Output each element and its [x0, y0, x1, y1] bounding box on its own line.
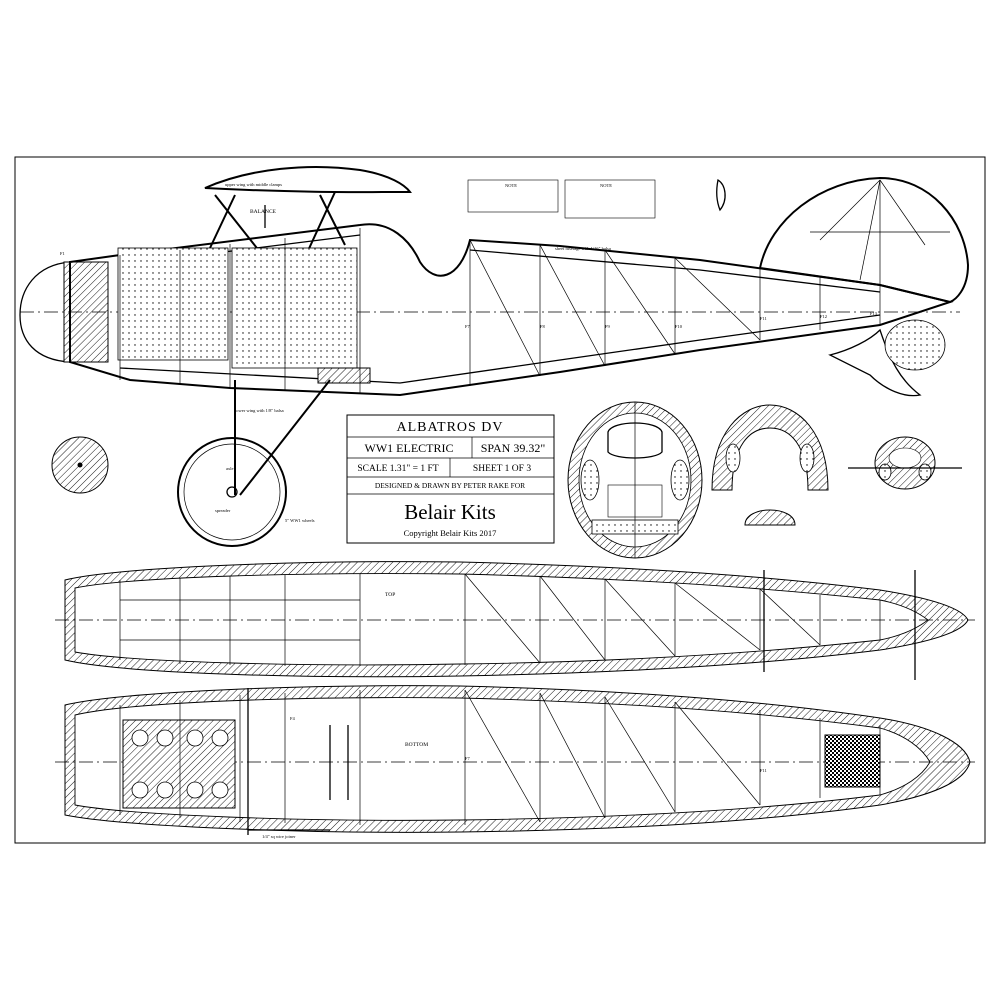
elevator-bellcrank-ply [884, 319, 946, 371]
side-formers [119, 228, 881, 393]
wing-span: SPAN 39.32" [481, 441, 546, 455]
station-label: F7 [465, 756, 471, 761]
wing-joiner-note: 1/4" sq wire joiner [262, 834, 296, 839]
lower-bay-hatch [317, 367, 371, 384]
station-label: F8 [540, 324, 546, 329]
battery-bay [117, 247, 229, 361]
station-label: F1 [60, 251, 65, 256]
bottom-view-formers [119, 690, 881, 825]
plan-scale: SCALE 1.31" = 1 FT [357, 464, 438, 474]
tail-checker-plate [824, 734, 881, 788]
main-wheel [177, 437, 287, 547]
note-heading: NOTE [505, 183, 517, 188]
former-f4-top [744, 509, 796, 526]
station-label: F12 [820, 314, 827, 319]
station-label: F9 [605, 324, 611, 329]
model-type: WW1 ELECTRIC [365, 441, 454, 455]
formers [567, 401, 962, 559]
note-heading: NOTE [600, 183, 612, 188]
copyright: Copyright Belair Kits 2017 [404, 528, 497, 538]
note-box [564, 179, 656, 219]
top-view-formers [119, 574, 881, 666]
station-label: F7 [465, 324, 471, 329]
title-block: ALBATROS DV WW1 ELECTRIC SPAN 39.32" SCA… [346, 414, 555, 544]
lower-wing-note: lower wing with 1/8" balsa [235, 408, 284, 413]
former-f3 [711, 404, 829, 491]
fuselage-outline [69, 223, 954, 397]
lightening-holes [131, 729, 229, 799]
upper-wing-note: upper wing with middle clamps [225, 182, 282, 187]
fuselage-bottom-view: BOTTOM 1/4" sq wire joiner F4 F7 F11 [55, 685, 975, 839]
nose-cowl [19, 261, 71, 363]
station-label: F10 [675, 324, 683, 329]
brand-name: Belair Kits [404, 500, 496, 524]
pilot-headrest-part [716, 178, 726, 212]
station-label: F11 [760, 316, 767, 321]
balance-label: BALANCE [250, 209, 277, 215]
station-label: F4 [290, 716, 296, 721]
axle-note: axle [226, 466, 234, 471]
fuselage-top-view: TOP [55, 561, 975, 680]
upper-wing-section [204, 166, 412, 194]
designer-credit: DESIGNED & DRAWN BY PETER RAKE FOR [375, 481, 525, 490]
spreader-note: spreader [215, 508, 231, 513]
station-label: F13 [870, 311, 878, 316]
cockpit-bay [231, 247, 358, 369]
bottom-view-label: BOTTOM [405, 742, 428, 748]
top-view-label: TOP [385, 592, 395, 598]
model-name: ALBATROS DV [396, 420, 503, 435]
wheels-note: 5" WW1 wheels [285, 518, 315, 523]
station-label: F11 [760, 768, 767, 773]
fin-rudder [758, 176, 970, 304]
sheet-fuselage-note: sheet fuselage with 1/16" balsa [555, 246, 611, 251]
sheet-number: SHEET 1 OF 3 [473, 464, 531, 474]
tailskid [828, 328, 922, 397]
fuselage-side-view: BALANCE upper wing with middle clamps sh… [19, 166, 970, 547]
note-box [467, 179, 559, 213]
